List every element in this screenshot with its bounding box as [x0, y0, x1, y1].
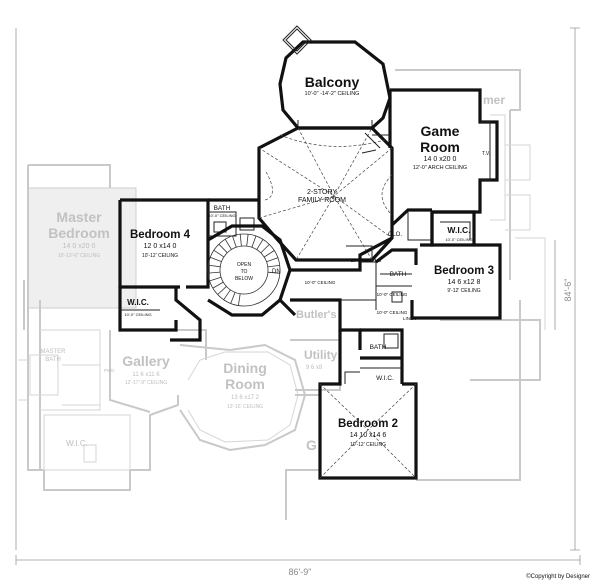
first-floor-labels: Master Bedroom 14 0 x20 0 10'-13'-6" CEI… [40, 93, 505, 453]
tv-label: T.V. [482, 151, 490, 157]
dimension-lines [15, 27, 581, 565]
bedroom-3-label: Bedroom 3 [434, 265, 494, 277]
bedroom-3 [360, 210, 502, 320]
bath-bedroom-4-ceiling: 10'-0" CEILING [208, 213, 235, 218]
stair-tread [224, 239, 232, 250]
stair-tread [260, 244, 270, 254]
family-room [257, 126, 394, 262]
bath-bedroom-4-label: BATH [214, 205, 231, 212]
stair-tread [263, 250, 275, 258]
master-bedroom-size: 14 0 x20 0 [63, 243, 96, 250]
master-bedroom-label-2: Bedroom [48, 225, 109, 241]
linen-label: LINEN [403, 316, 416, 321]
stair-tread [238, 293, 241, 306]
stair-tread [267, 271, 280, 274]
pwd-label: PWD [104, 368, 115, 373]
stair-down-label: DN [272, 269, 281, 275]
stair-tread [239, 234, 242, 247]
width-dimension: 86'-9" [289, 567, 312, 577]
game-room-label-1: Game [421, 123, 460, 139]
master-bath-label-1: MASTER [40, 349, 66, 355]
stair-tread [212, 281, 224, 289]
hall-ceiling-1: 10'-0" CEILING [305, 280, 336, 285]
bedroom-4-ceiling: 10'-12' CEILING [142, 253, 178, 259]
stair-tread [209, 276, 222, 282]
stair-tread [208, 264, 221, 268]
gallery-size: 11 6 x11 6 [132, 372, 160, 378]
dining-label-2: Room [225, 376, 265, 392]
bedroom-3-ceiling: 9'-12' CEILING [447, 288, 480, 294]
dining-size: 13 6 x17 2 [231, 395, 260, 401]
dimension-labels: 86'-9" 84'-6" ©Copyright by Designer [289, 279, 590, 580]
family-room-label-1: 2-STORY [307, 189, 337, 196]
stair-tread [213, 249, 225, 258]
master-bedroom-label-1: Master [56, 209, 102, 225]
gallery-ceiling: 12'-17'-9" CEILING [125, 380, 167, 386]
dining-label-1: Dining [223, 360, 267, 376]
wic-bedroom-4 [118, 287, 202, 342]
stair-tread [232, 235, 237, 248]
wic-bedroom-3-label: W.I.C. [447, 225, 470, 235]
master-bedroom-ceiling: 10'-13'-6" CEILING [58, 253, 100, 259]
copyright-notice: ©Copyright by Designer [526, 573, 590, 580]
utility-label: Utility [304, 348, 338, 362]
bedroom-2-label: Bedroom 2 [338, 418, 398, 430]
wic-bedroom-3-ceiling: 10'-0" CEILING [445, 237, 472, 242]
bedroom-4-size: 12 0 x14 0 [144, 243, 177, 250]
bedroom-3-size: 14 6 x12 8 [448, 279, 481, 286]
hallway-walls [278, 208, 432, 350]
family-room-label-2: FAMILY ROOM [298, 197, 346, 204]
game-room-label-2: Room [420, 139, 460, 155]
garage-label: G [306, 437, 317, 453]
stair-tread [217, 286, 227, 295]
stair-tread [208, 271, 221, 274]
stair-label-3: BELOW [235, 276, 253, 282]
stair-label-2: TO [241, 269, 248, 275]
dining-ceiling: 13'-16' CEILING [227, 404, 263, 410]
utility-size: 9 6 x8 [306, 365, 323, 371]
summer-label: mer [483, 93, 505, 107]
hall-ceiling-2: 10'-0" CEILING [351, 258, 382, 263]
depth-dimension: 84'-6" [563, 279, 573, 302]
game-room-size: 14 0 x20 0 [424, 156, 457, 163]
stair-tread [246, 234, 249, 247]
bath-bedroom-3-label: BATH [390, 271, 407, 278]
bedroom-2-size: 14 10 x14 6 [350, 432, 387, 439]
gallery-label: Gallery [122, 353, 170, 369]
stair-tread [218, 243, 228, 254]
wic-bedroom-4-label: W.I.C. [127, 298, 149, 307]
stair-label-1: OPEN [237, 262, 252, 268]
stair-tread [267, 265, 280, 268]
stair-tread [256, 239, 264, 250]
stair-tread [251, 235, 257, 248]
stair-tread [223, 289, 231, 300]
wic-bedroom-4-ceiling: 10'-0" CEILING [124, 312, 151, 317]
stair-tread [230, 292, 236, 304]
game-room-ceiling: 12'-0" ARCH CEILING [413, 165, 467, 171]
bath-bedroom-2-label: BATH [370, 344, 387, 351]
bedroom-4-label: Bedroom 4 [130, 229, 191, 241]
wic-ghost-label: W.I.C. [66, 439, 88, 448]
balcony-bay [282, 25, 312, 55]
stair-tread [210, 257, 222, 262]
butlers-label: Butler's [296, 309, 337, 321]
hall-ceiling-4: 10'-0" CEILING [377, 310, 408, 315]
hall-ceiling-3: 10'-0" CEILING [377, 292, 408, 297]
balcony-ceiling: 10'-0" -14'-2" CEILING [305, 91, 360, 97]
room-labels: Balcony 10'-0" -14'-2" CEILING Game Room… [124, 74, 494, 448]
master-bath-label-2: BATH [45, 357, 61, 363]
bedroom-2-ceiling: 10'-12' CEILING [350, 442, 386, 448]
stair-treads [208, 234, 280, 306]
closet-label: CLO. [388, 232, 402, 238]
balcony-label: Balcony [305, 74, 360, 90]
bedroom-4 [118, 198, 259, 289]
bedroom-2 [318, 328, 418, 480]
stair-tread [266, 257, 278, 263]
wic-bedroom-2-label: W.I.C. [376, 375, 394, 382]
